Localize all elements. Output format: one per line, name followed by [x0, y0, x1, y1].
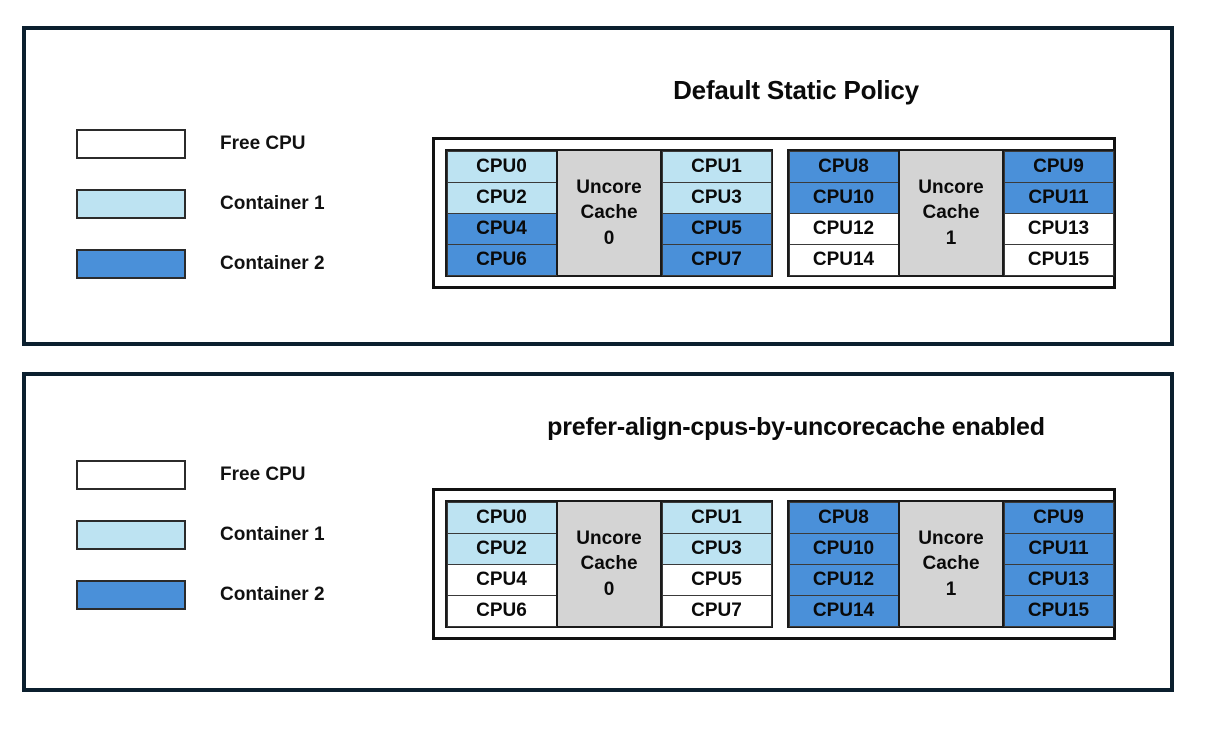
uncore-cache-label-line3: 1	[945, 578, 957, 600]
legend-row: Container 1	[76, 519, 325, 551]
panel-title: Default Static Policy	[673, 75, 919, 105]
cpu-cell-cpu3: CPU3	[661, 532, 772, 565]
legend-row: Free CPU	[76, 128, 325, 160]
cpu-cell-cpu1: CPU1	[661, 501, 772, 534]
legend-label: Container 1	[220, 524, 325, 545]
legend-swatch-c2	[76, 580, 186, 610]
cpu-cell-cpu2: CPU2	[446, 181, 557, 214]
uncore-cache-label-line2: Cache	[580, 202, 638, 224]
uncore-cache-label-line2: Cache	[922, 553, 980, 575]
cpu-cell-cpu6: CPU6	[446, 594, 557, 627]
legend-swatch-c1	[76, 189, 186, 219]
uncore-cache-label-line1: Uncore	[576, 177, 642, 199]
cpu-cell-cpu14: CPU14	[788, 243, 899, 276]
legend-swatch-free	[76, 129, 186, 159]
cpu-cell-cpu13: CPU13	[1003, 212, 1114, 245]
cpu-cell-cpu10: CPU10	[788, 532, 899, 565]
legend-swatch-c1	[76, 520, 186, 550]
cpu-cell-cpu7: CPU7	[661, 594, 772, 627]
legend-row: Free CPU	[76, 459, 325, 491]
cpu-cell-cpu14: CPU14	[788, 594, 899, 627]
uncore-cache-label-line1: Uncore	[576, 528, 642, 550]
legend-label: Container 2	[220, 584, 325, 605]
panel-prefer-align-cpus-by-uncorecache: prefer-align-cpus-by-uncorecache enabled…	[22, 372, 1174, 692]
cpu-cell-cpu9: CPU9	[1003, 501, 1114, 534]
cpu-cell-cpu15: CPU15	[1003, 243, 1114, 276]
uncore-cache-label-line3: 0	[603, 227, 615, 249]
uncore-cache-label-line3: 0	[603, 578, 615, 600]
cpu-cell-cpu1: CPU1	[661, 150, 772, 183]
cpu-cell-cpu2: CPU2	[446, 532, 557, 565]
cpu-cell-cpu3: CPU3	[661, 181, 772, 214]
legend-row: Container 2	[76, 248, 325, 280]
legend-label: Container 2	[220, 253, 325, 274]
uncore-cache-label-line1: Uncore	[918, 528, 984, 550]
uncore-cache-label-line2: Cache	[922, 202, 980, 224]
panel-default-static-policy: Default Static Policy Free CPU Container …	[22, 26, 1174, 346]
legend-swatch-free	[76, 460, 186, 490]
legend-label: Container 1	[220, 193, 325, 214]
cpu-cell-cpu5: CPU5	[661, 563, 772, 596]
cpu-cell-cpu11: CPU11	[1003, 532, 1114, 565]
legend-row: Container 2	[76, 579, 325, 611]
uncore-cache-label-line1: Uncore	[918, 177, 984, 199]
legend: Free CPU Container 1 Container 2	[76, 459, 325, 639]
cpu-cell-cpu0: CPU0	[446, 501, 557, 534]
cpu-cell-cpu15: CPU15	[1003, 594, 1114, 627]
cpu-cell-cpu9: CPU9	[1003, 150, 1114, 183]
cpu-cell-cpu8: CPU8	[788, 150, 899, 183]
legend-label: Free CPU	[220, 464, 306, 485]
legend-label: Free CPU	[220, 133, 306, 154]
cpu-cell-cpu4: CPU4	[446, 563, 557, 596]
legend-row: Container 1	[76, 188, 325, 220]
uncore-cache-label-line2: Cache	[580, 553, 638, 575]
cpu-cell-cpu13: CPU13	[1003, 563, 1114, 596]
legend: Free CPU Container 1 Container 2	[76, 128, 325, 308]
uncore-cache-label-line3: 1	[945, 227, 957, 249]
cpu-cell-cpu12: CPU12	[788, 563, 899, 596]
legend-swatch-c2	[76, 249, 186, 279]
cpu-cell-cpu5: CPU5	[661, 212, 772, 245]
cpu-cell-cpu12: CPU12	[788, 212, 899, 245]
cpu-cell-cpu6: CPU6	[446, 243, 557, 276]
cpu-cell-cpu0: CPU0	[446, 150, 557, 183]
cpu-cell-cpu8: CPU8	[788, 501, 899, 534]
cpu-cell-cpu10: CPU10	[788, 181, 899, 214]
panel-title: prefer-align-cpus-by-uncorecache enabled	[547, 413, 1045, 441]
cpu-cell-cpu4: CPU4	[446, 212, 557, 245]
cpu-cell-cpu11: CPU11	[1003, 181, 1114, 214]
cpu-cell-cpu7: CPU7	[661, 243, 772, 276]
